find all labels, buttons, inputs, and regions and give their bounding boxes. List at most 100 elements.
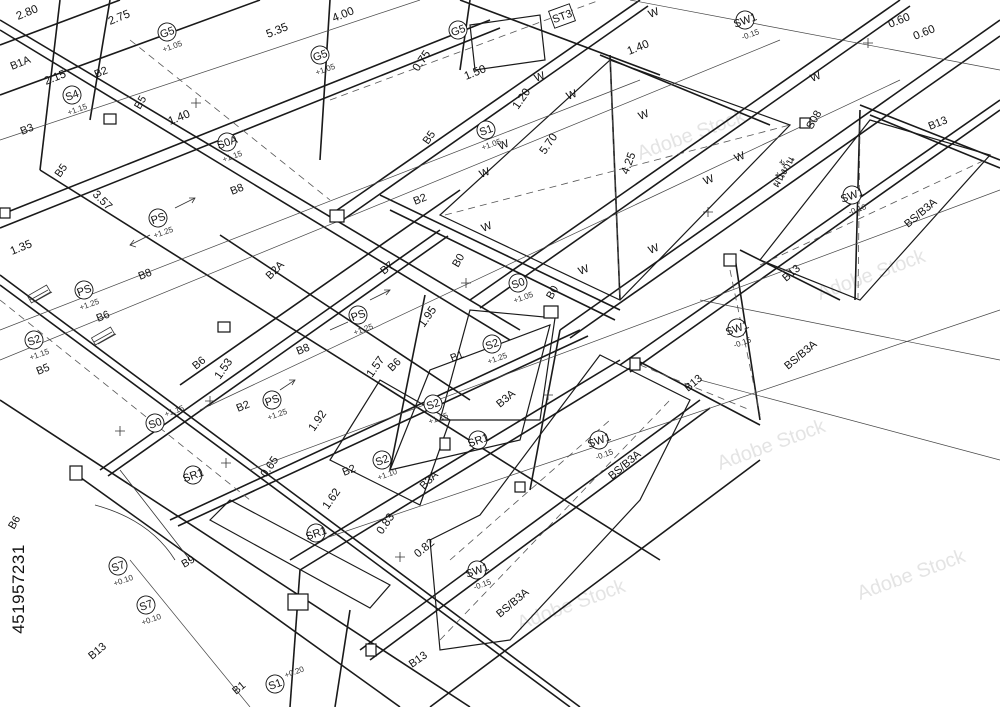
dimension-label: 1.95 (417, 304, 440, 329)
dimension-label: 1.35 (9, 238, 34, 258)
room-tag: S2 +1.25 (482, 334, 509, 366)
dimension-label: 1.20 (511, 86, 534, 111)
beam-label: B13 (682, 373, 705, 395)
beam-label: B2 (412, 192, 429, 208)
beam-label: B2 (93, 65, 110, 81)
wall-mark: W (478, 166, 493, 181)
wall-mark: W (497, 138, 512, 153)
svg-text:PS: PS (349, 308, 367, 324)
room-tag: S0 +1.05 (508, 273, 535, 305)
beam-label: B6 (95, 309, 112, 325)
beam-label: S08 (804, 109, 824, 132)
room-tag: SW1 -0.15 (724, 318, 753, 350)
svg-text:S0: S0 (147, 416, 164, 432)
dimension-label: 5.70 (538, 131, 561, 156)
dimension-label: 4.00 (331, 5, 356, 25)
beam-label: B13 (780, 263, 803, 285)
room-tag: G5 +1.05 (310, 45, 337, 77)
svg-text:PS: PS (263, 393, 281, 409)
beam-label: B8 (229, 182, 246, 198)
dimension-label: 1.40 (167, 108, 192, 128)
beam-label: B2 (235, 399, 252, 415)
beam-label: B2 (341, 463, 358, 479)
beam-label: B1 (449, 349, 466, 365)
wall-mark: W (533, 70, 548, 85)
beam-label: B1 (230, 679, 248, 697)
beam-label: B0 (544, 284, 561, 302)
dimension-label: 0.60 (912, 23, 937, 43)
svg-text:Adobe Stock: Adobe Stock (714, 415, 829, 475)
room-tag: PS +1.25 (348, 305, 375, 337)
wall-mark: W (702, 173, 717, 188)
svg-text:PS: PS (75, 283, 93, 299)
room-tag: S7 +0.10 (136, 595, 163, 627)
stock-id-text: 451957231 (9, 544, 28, 634)
room-tag: SW1 -0.16 (839, 185, 868, 217)
room-tag: PS +1.25 (262, 390, 289, 422)
room-tag: S0A +1.15 (216, 132, 244, 164)
svg-text:S2: S2 (374, 453, 391, 469)
svg-text:S7: S7 (138, 598, 155, 614)
wall-mark: W (733, 150, 748, 165)
dashed-lines (0, 0, 986, 641)
svg-text:S1: S1 (267, 677, 284, 693)
columns (0, 113, 811, 657)
beam-label: B13 (927, 114, 950, 132)
room-tag: S7 +0.10 (108, 556, 135, 588)
wall-mark: W (565, 88, 580, 103)
wall-mark: W (637, 108, 652, 123)
svg-text:S1: S1 (478, 123, 495, 139)
wall-note: ผนังกั้น (768, 153, 798, 190)
beam-label: B5 (132, 94, 149, 112)
svg-text:S2: S2 (26, 333, 43, 349)
dimension-label: 2.80 (15, 3, 40, 23)
svg-text:Adobe Stock: Adobe Stock (634, 105, 749, 165)
stair-hatching (26, 284, 117, 346)
beam-label: B6 (6, 514, 23, 532)
beam-label: B5 (35, 362, 52, 378)
beam-label: B6 (190, 354, 208, 372)
svg-text:S2: S2 (484, 337, 501, 353)
beam-label: B3 (19, 122, 36, 138)
room-tag: PS +1.25 (74, 280, 101, 312)
beam-label: B1A (9, 54, 33, 73)
wall-mark: W (480, 220, 495, 235)
beam-label: B5 (421, 129, 439, 147)
cross-marks (115, 38, 873, 562)
dimension-label: 2.15 (43, 68, 68, 88)
dimension-label: 0.75 (411, 48, 434, 73)
room-tag: SW1 -0.15 (586, 430, 615, 462)
beam-label: B0 (450, 252, 467, 270)
dimension-label: 0.82 (412, 537, 437, 561)
dimension-label: 0.65 (259, 454, 282, 479)
beam-label: BS/B3A (782, 338, 820, 372)
svg-text:PS: PS (149, 211, 167, 227)
room-tag: ST3 (548, 3, 576, 29)
svg-text:S7: S7 (110, 559, 127, 575)
svg-text:G5: G5 (449, 23, 467, 39)
room-tag: S1 +0.20 (265, 664, 306, 694)
wall-marks: W W W W W W W W W W W W (478, 6, 824, 278)
room-tag: S2 +1.10 (372, 450, 399, 482)
dimension-label: 1.62 (321, 486, 344, 511)
dimension-label: 4.25 (620, 151, 639, 176)
room-tag: S2 +1.15 (24, 330, 51, 362)
room-tag: SW1 -0.15 (732, 10, 761, 42)
dimension-label: 0.60 (887, 11, 912, 31)
wall-mark: W (647, 242, 662, 257)
wall-mark: W (809, 70, 824, 85)
room-tag: SW1 -0.15 (464, 560, 493, 592)
beam-label: BS/B3A (902, 196, 940, 230)
dimension-label: 1.50 (463, 63, 488, 83)
room-tags: G5 +1.05 G5 +1.05 G5 ST3 SW1 -0.15 S4 +1… (24, 3, 868, 694)
beam-label: B13 (86, 641, 109, 663)
svg-text:Adobe Stock: Adobe Stock (854, 545, 969, 605)
svg-text:Adobe Stock: Adobe Stock (514, 575, 629, 635)
dimension-label: 1.40 (626, 38, 651, 58)
wall-mark: W (577, 263, 592, 278)
svg-text:S4: S4 (64, 88, 81, 104)
slope-arrows (129, 197, 391, 391)
